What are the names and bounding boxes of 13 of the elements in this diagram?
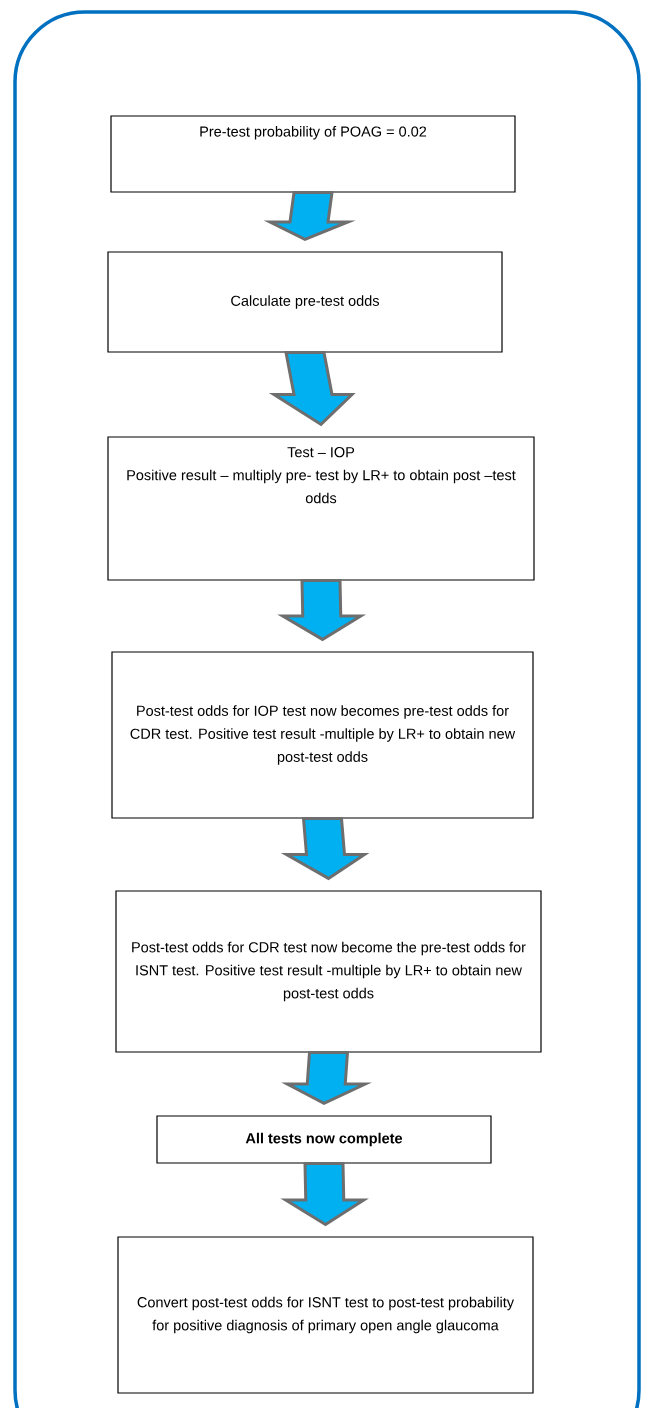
process-box: Pre-test probability of POAG = 0.02 — [110, 115, 516, 193]
process-box: Test – IOP Positive result – multiply pre- test by LR+ to obtain post –test odds — [107, 436, 535, 581]
process-box: Post-test odds for CDR test now become the pre-test odds for ISNT test. Positive test result -multiple by LR+ to obtain new post-test odds — [115, 890, 542, 1053]
block-arrow — [280, 817, 370, 881]
block-arrow — [281, 1051, 372, 1106]
block-arrow — [268, 351, 356, 427]
process-box: All tests now complete — [156, 1115, 492, 1164]
process-box: Post-test odds for IOP test now becomes pre-test odds for CDR test. Positive test result -multiple by LR+ to obtain new post-test odds — [111, 651, 534, 819]
block-arrow — [263, 191, 356, 242]
process-box: Convert post-test odds for ISNT test to post-test probability for positive diagnosis of primary open angle glaucoma — [117, 1236, 534, 1394]
block-arrow — [277, 579, 367, 642]
process-box: Calculate pre-test odds — [107, 251, 503, 353]
block-arrow — [280, 1162, 369, 1227]
